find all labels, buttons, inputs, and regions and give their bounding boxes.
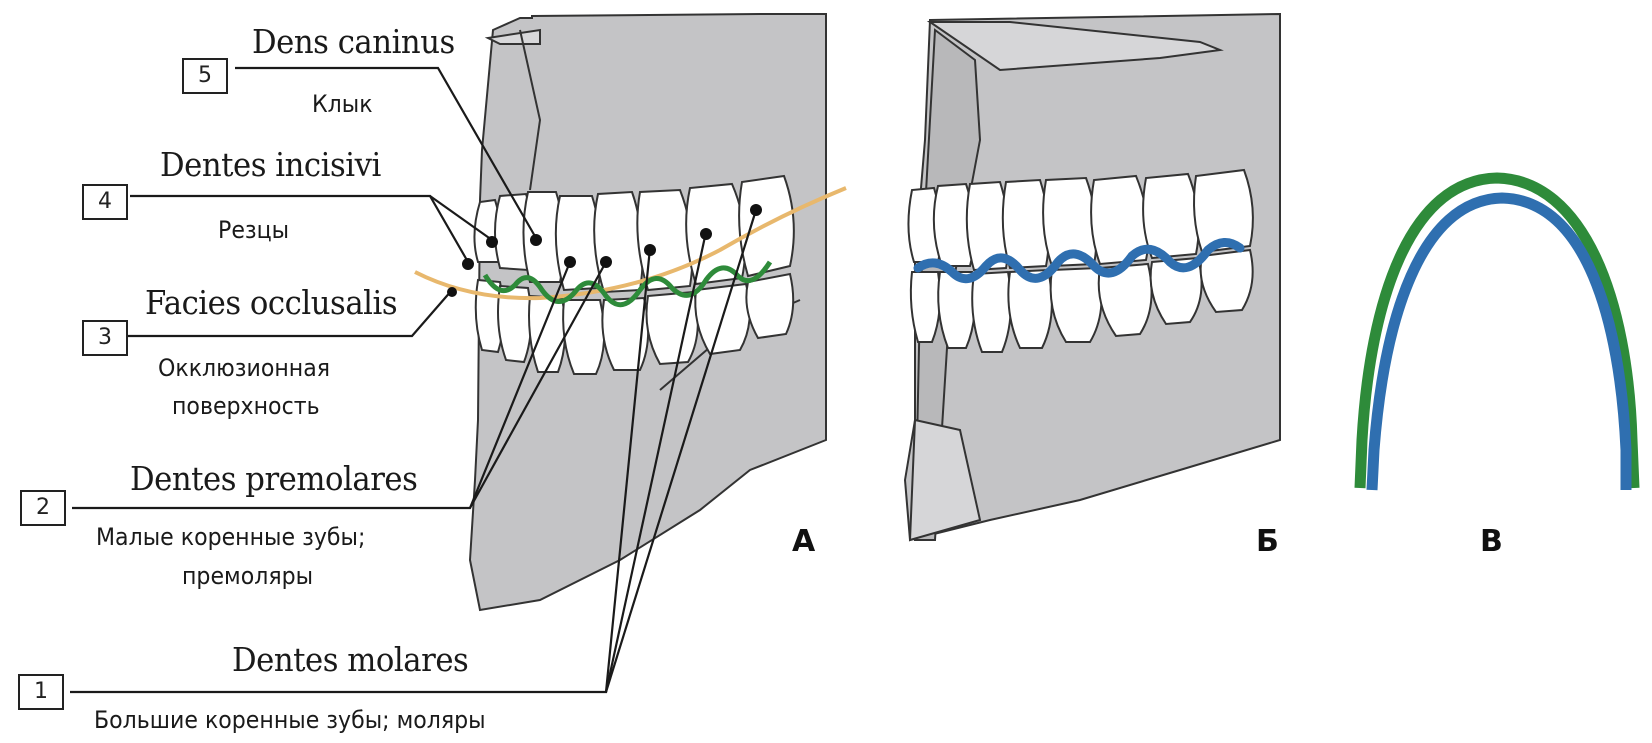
label-1-russian: Большие коренные зубы; моляры [94, 706, 486, 734]
label-2-russian-line2: премоляры [182, 562, 313, 590]
label-1-latin: Dentes molares [232, 640, 468, 679]
panel-c-green-arc [1360, 178, 1634, 488]
panel-letter-a: А [792, 524, 815, 559]
label-3-number: 3 [82, 320, 128, 356]
label-2-number: 2 [20, 490, 66, 526]
label-2-latin: Dentes premolares [130, 459, 417, 498]
label-5-number: 5 [182, 58, 228, 94]
label-1-number: 1 [18, 674, 64, 710]
label-4-russian: Резцы [218, 216, 289, 244]
label-5-russian: Клык [312, 90, 373, 118]
label-3-latin: Facies occlusalis [145, 283, 397, 322]
label-2-russian-line1: Малые коренные зубы; [96, 523, 365, 551]
panel-letter-c: В [1480, 524, 1503, 559]
label-3-russian-line1: Окклюзионная [158, 354, 330, 382]
label-3-russian-line2: поверхность [172, 392, 320, 420]
label-5-latin: Dens caninus [252, 22, 455, 61]
label-4-latin: Dentes incisivi [160, 145, 381, 184]
panel-letter-b: Б [1256, 524, 1279, 559]
label-4-number: 4 [82, 184, 128, 220]
